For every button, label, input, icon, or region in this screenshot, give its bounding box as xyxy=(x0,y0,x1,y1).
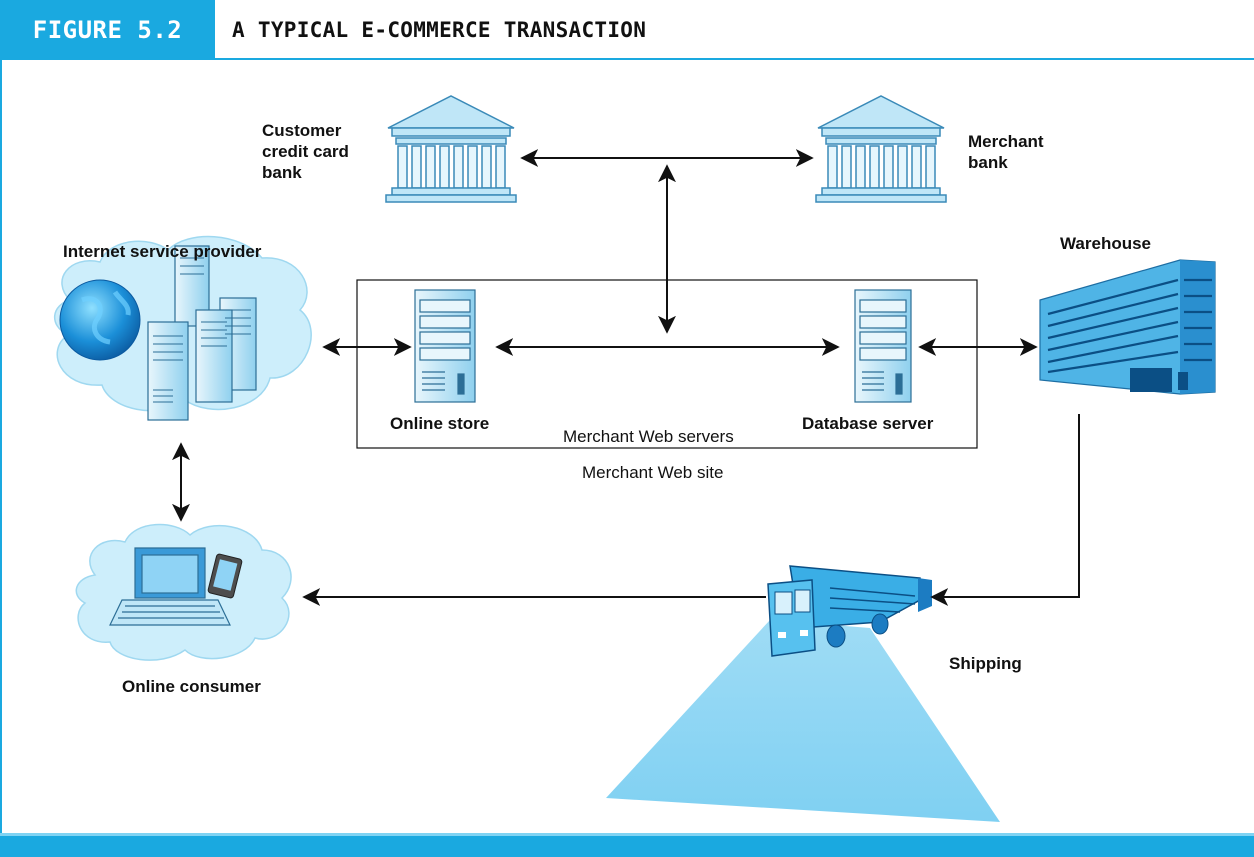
label-customer-bank: Customer credit card bank xyxy=(262,121,349,182)
label-isp: Internet service provider xyxy=(63,242,262,261)
warehouse-icon xyxy=(1039,259,1216,395)
laptop-icon xyxy=(109,547,231,626)
label-online-store: Online store xyxy=(390,414,490,433)
isp-servers-icon xyxy=(147,245,257,421)
label-warehouse: Warehouse xyxy=(1060,234,1152,253)
footer-bar xyxy=(0,833,1254,857)
globe-icon xyxy=(59,279,141,361)
figure-tag: FIGURE 5.2 xyxy=(0,0,215,60)
label-merchant-web-servers: Merchant Web servers xyxy=(563,427,734,446)
header-rule xyxy=(0,58,1254,60)
label-shipping: Shipping xyxy=(949,654,1022,673)
customer-bank-icon xyxy=(385,95,517,203)
figure-header: FIGURE 5.2 A TYPICAL E-COMMERCE TRANSACT… xyxy=(0,0,1254,60)
truck-icon xyxy=(767,565,932,657)
label-database-server: Database server xyxy=(802,414,934,433)
road-beam xyxy=(606,620,1000,822)
database-server-icon xyxy=(854,289,912,403)
arrow-warehouse-shipping xyxy=(930,414,1080,606)
figure-title: A TYPICAL E-COMMERCE TRANSACTION xyxy=(232,18,647,42)
online-store-server-icon xyxy=(414,289,476,403)
label-online-consumer: Online consumer xyxy=(122,677,261,696)
label-merchant-web-site: Merchant Web site xyxy=(582,463,724,482)
smartphone-icon xyxy=(207,553,243,599)
frame-left-border xyxy=(0,60,2,833)
ecommerce-diagram xyxy=(54,95,1216,822)
label-merchant-bank: Merchant bank xyxy=(968,132,1044,172)
merchant-bank-icon xyxy=(815,95,947,203)
